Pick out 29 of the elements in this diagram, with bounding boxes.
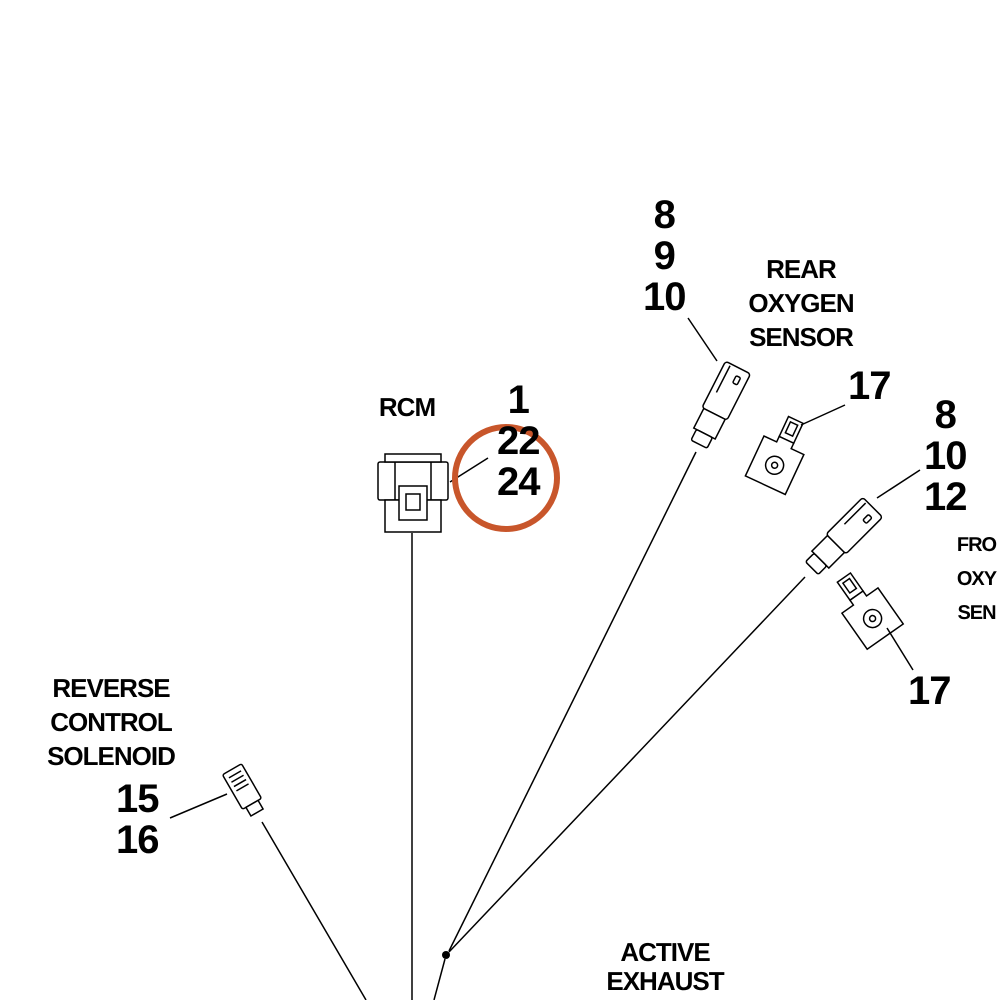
leader-line xyxy=(800,404,846,426)
part-label: FRO OXY SEN xyxy=(956,533,998,626)
leader-line xyxy=(170,793,228,819)
part-label: REVERSE CONTROL SOLENOID xyxy=(46,672,176,773)
wire xyxy=(448,452,697,952)
leader-line xyxy=(886,628,914,670)
leader-line xyxy=(876,469,920,499)
wire xyxy=(433,958,446,1000)
wire xyxy=(261,822,367,1000)
rcm-connector-drawing xyxy=(377,453,449,533)
callout-number: 15 16 xyxy=(116,779,158,861)
callout-number: 8 9 10 xyxy=(643,195,686,318)
leader-line xyxy=(450,457,488,483)
callout-number: 17 xyxy=(848,366,890,407)
connector-drawing xyxy=(690,360,752,450)
callout-number: 17 xyxy=(908,671,950,712)
oxygen-sensor-drawing xyxy=(744,416,805,496)
wire xyxy=(411,533,413,1000)
wire xyxy=(448,576,806,953)
leader-line xyxy=(687,318,718,362)
oxygen-sensor-drawing xyxy=(836,572,904,650)
callout-number: 8 10 12 xyxy=(924,395,966,518)
callout-number: 1 22 24 xyxy=(497,380,540,503)
part-label: ACTIVE EXHAUST xyxy=(605,938,726,996)
junction-dot xyxy=(442,951,450,959)
part-label: REAR OXYGEN SENSOR xyxy=(747,253,855,354)
connector-drawing xyxy=(804,496,884,576)
part-label: RCM xyxy=(378,391,436,424)
solenoid-connector-drawing xyxy=(222,762,264,818)
